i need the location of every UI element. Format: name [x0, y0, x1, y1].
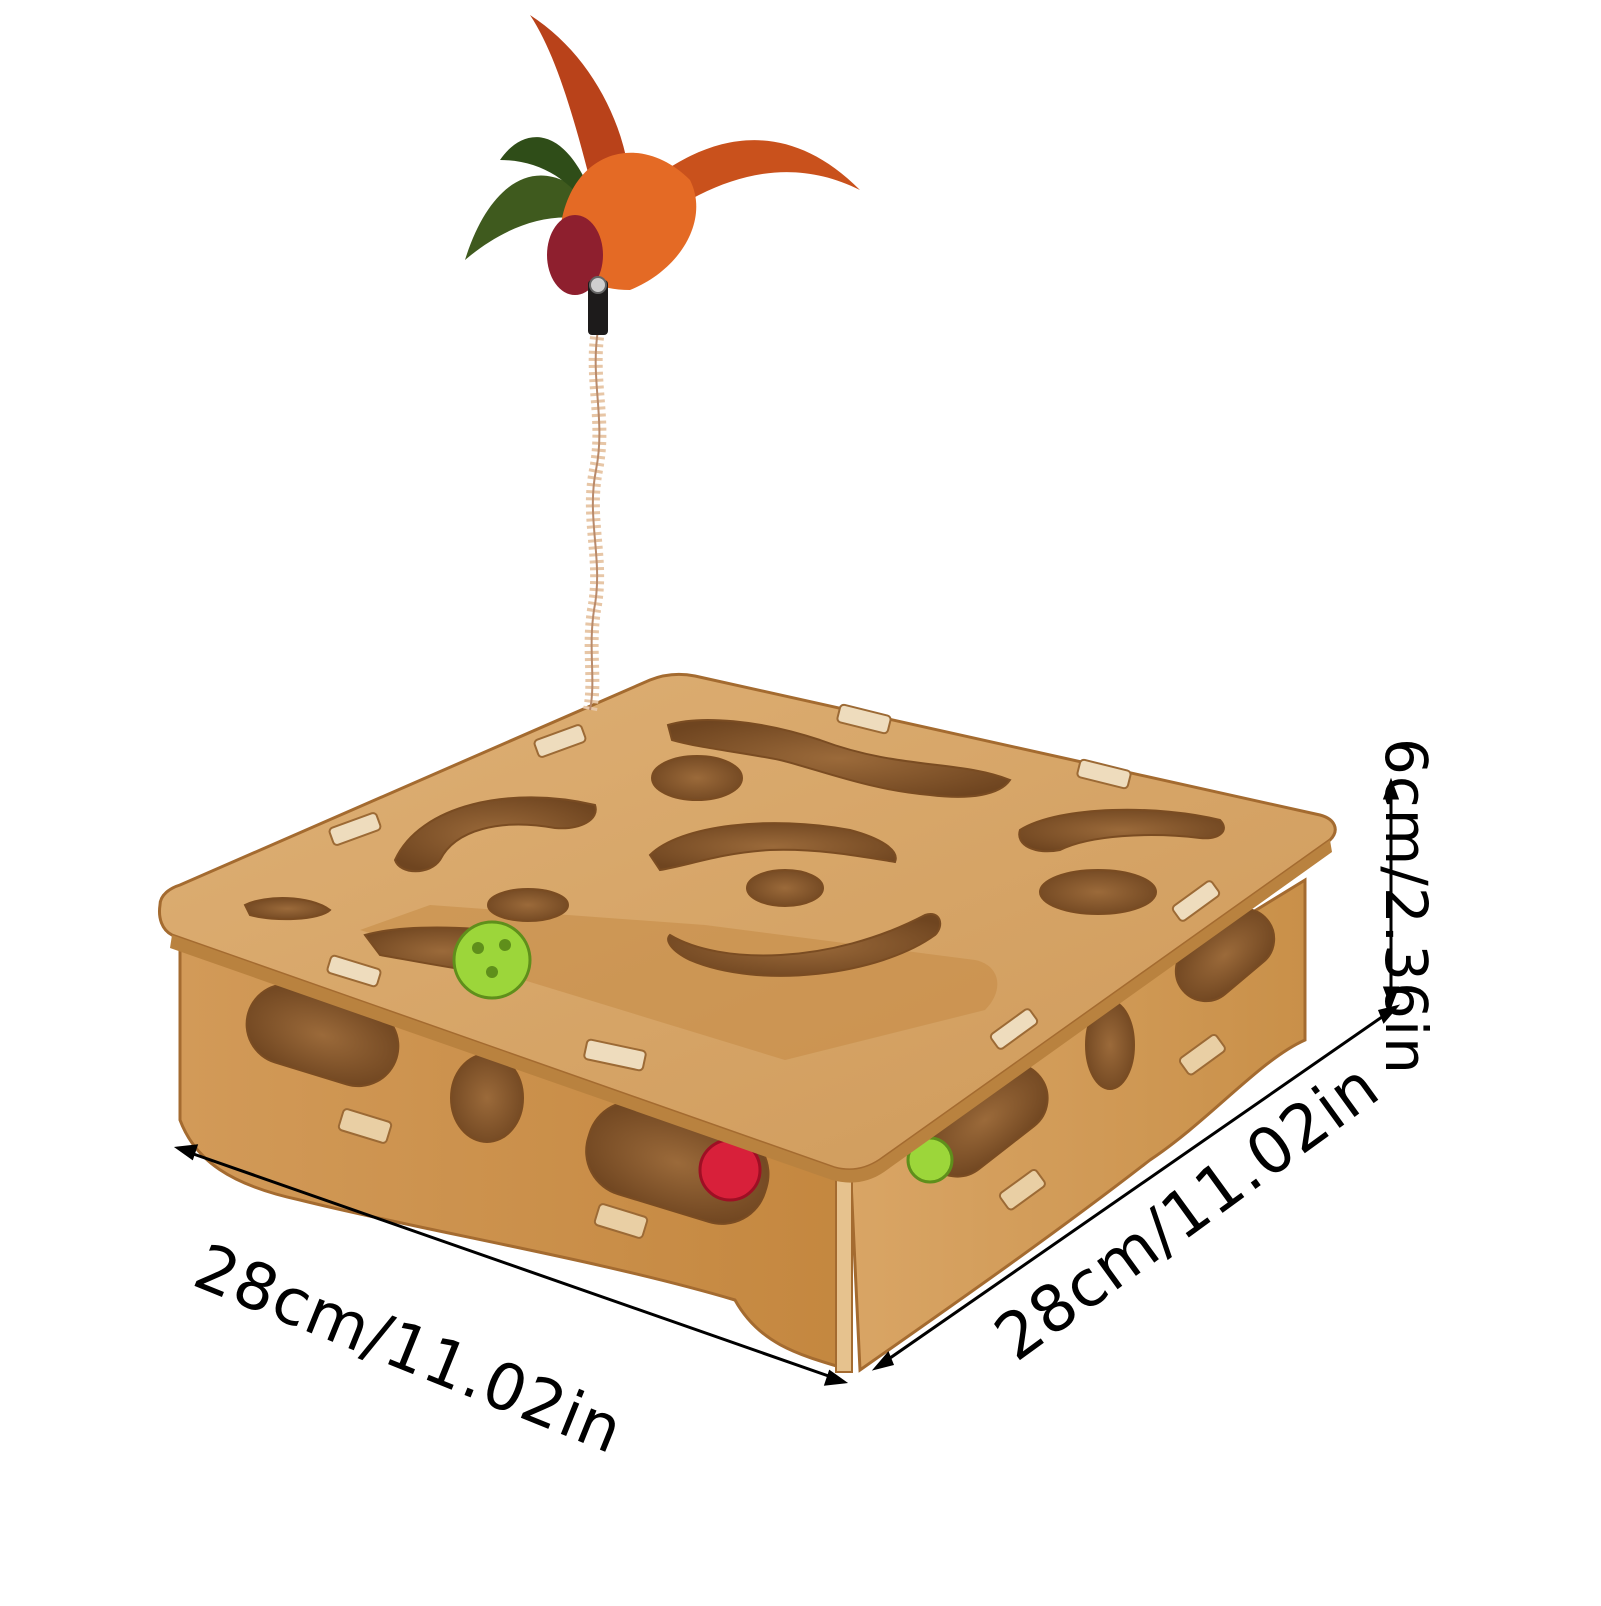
lid-tabs: [326, 703, 1221, 1072]
side-holes-right: [921, 907, 1276, 1178]
dimension-arrows: [173, 777, 1401, 1386]
feather-green-2: [500, 137, 590, 210]
box-lid: [158, 672, 1337, 1172]
green-bell-ball-top: [452, 920, 532, 1000]
box-corner-edge: [835, 1159, 853, 1373]
feather-orange-long: [600, 140, 860, 250]
feather-toy: [465, 15, 860, 335]
lid-maze-holes: [243, 719, 1225, 977]
feather-green: [465, 175, 590, 260]
side-tabs: [337, 1033, 1226, 1239]
feather-clip: [588, 280, 608, 335]
spring-core: [589, 329, 601, 711]
height-dimension-label: 6cm/2.36in: [1372, 738, 1440, 1075]
feather-red-tuft: [547, 215, 603, 295]
lid-edge: [170, 840, 1332, 1183]
ball-holes-decor: [472, 939, 511, 978]
box-front-right-side: [848, 877, 1307, 1373]
feather-bell: [589, 276, 607, 294]
